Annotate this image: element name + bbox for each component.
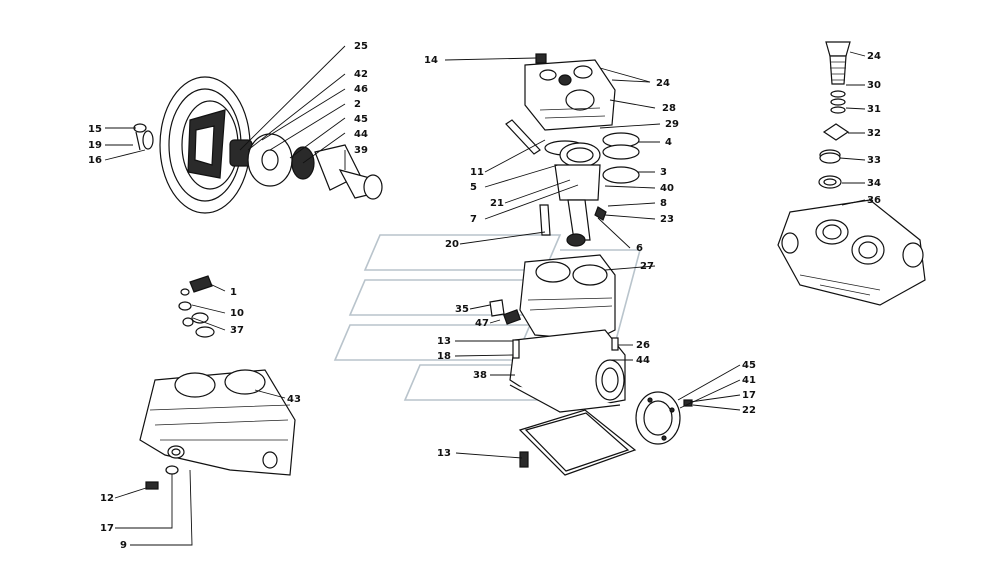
label-17-right: 17 — [742, 390, 756, 401]
part-labels: 25 42 46 2 45 44 39 15 19 16 14 24 28 29… — [88, 41, 881, 551]
label-26: 26 — [636, 340, 650, 351]
crankcase-lower-assembly — [139, 275, 296, 490]
label-16: 16 — [88, 155, 102, 166]
label-4: 4 — [665, 137, 672, 148]
label-11: 11 — [470, 167, 484, 178]
label-1: 1 — [230, 287, 237, 298]
label-10: 10 — [230, 308, 244, 319]
crankcase-assembly — [489, 254, 693, 476]
label-14: 14 — [424, 55, 438, 66]
label-45-right: 45 — [742, 360, 756, 371]
label-23: 23 — [660, 214, 674, 225]
label-45: 45 — [354, 114, 368, 125]
label-40: 40 — [660, 183, 674, 194]
label-36: 36 — [867, 195, 881, 206]
label-13-upper: 13 — [437, 336, 451, 347]
label-15: 15 — [88, 124, 102, 135]
label-3: 3 — [660, 167, 667, 178]
label-46: 46 — [354, 84, 368, 95]
label-19: 19 — [88, 140, 102, 151]
label-44: 44 — [354, 129, 368, 140]
label-37: 37 — [230, 325, 244, 336]
cylinder-head-assembly — [505, 53, 640, 247]
label-44-right: 44 — [636, 355, 650, 366]
label-12: 12 — [100, 493, 114, 504]
label-9: 9 — [120, 540, 127, 551]
label-17-left: 17 — [100, 523, 114, 534]
label-31: 31 — [867, 104, 881, 115]
leader-lines — [104, 45, 866, 546]
label-41: 41 — [742, 375, 756, 386]
label-38: 38 — [473, 370, 487, 381]
label-43: 43 — [287, 394, 301, 405]
label-20: 20 — [445, 239, 459, 250]
valve-assembly — [777, 41, 926, 306]
label-30: 30 — [867, 80, 881, 91]
label-24: 24 — [656, 78, 670, 89]
label-7: 7 — [470, 214, 477, 225]
label-24-right: 24 — [867, 51, 881, 62]
label-2: 2 — [354, 99, 361, 110]
label-32: 32 — [867, 128, 881, 139]
label-6: 6 — [636, 243, 643, 254]
label-8: 8 — [660, 198, 667, 209]
label-35: 35 — [455, 304, 469, 315]
label-34: 34 — [867, 178, 881, 189]
label-13-lower: 13 — [437, 448, 451, 459]
label-29: 29 — [665, 119, 679, 130]
label-27: 27 — [640, 261, 654, 272]
label-22: 22 — [742, 405, 756, 416]
label-18: 18 — [437, 351, 451, 362]
label-33: 33 — [867, 155, 881, 166]
label-39: 39 — [354, 145, 368, 156]
label-28: 28 — [662, 103, 676, 114]
label-47: 47 — [475, 318, 489, 329]
label-25: 25 — [354, 41, 368, 52]
label-42: 42 — [354, 69, 368, 80]
label-5: 5 — [470, 182, 477, 193]
pulley-assembly — [133, 76, 383, 214]
label-21: 21 — [490, 198, 504, 209]
